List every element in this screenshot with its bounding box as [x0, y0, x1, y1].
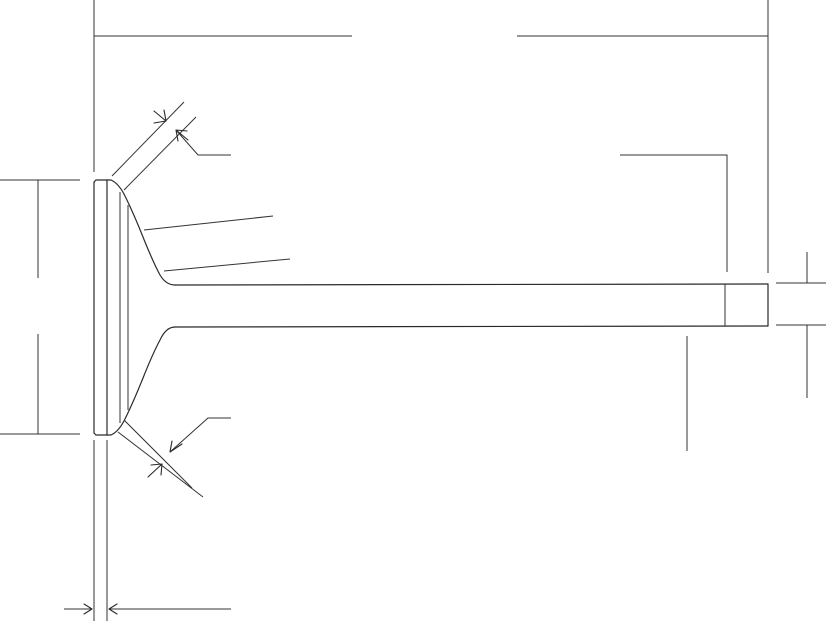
fillet-leaders: [143, 215, 291, 272]
leader-lower: [169, 417, 231, 453]
seat-extension-upper-a: [111, 101, 185, 177]
head-thickness-dimension: [64, 440, 231, 621]
arrow-upper-a: [153, 109, 167, 124]
arrow-lower-b: [147, 463, 163, 478]
overall-length-dimension: [93, 0, 769, 273]
groove-leader: [620, 154, 728, 272]
arrow-thickness-right: [108, 603, 118, 615]
arrow-thickness-left: [83, 603, 93, 615]
seat-extension-upper-b: [123, 116, 197, 191]
upper-fillet: [106, 179, 176, 286]
seat-width-dimension-bottom: [117, 417, 231, 498]
fillet-leader-2: [163, 258, 291, 272]
head-diameter-dimension: [0, 179, 80, 435]
leader-upper: [175, 129, 231, 156]
seat-width-dimension-top: [111, 101, 231, 191]
fillet-leader-1: [143, 215, 274, 231]
lower-fillet: [106, 326, 176, 436]
seat-extension-lower-a: [123, 419, 193, 489]
groove-position-dimension: [620, 154, 728, 272]
stem-diameter-dimension: [776, 252, 826, 398]
stem-bottom-edge: [174, 325, 769, 328]
valve-body: [93, 179, 769, 436]
arrow-lower-a: [169, 440, 183, 453]
stem-top-edge: [174, 283, 769, 286]
